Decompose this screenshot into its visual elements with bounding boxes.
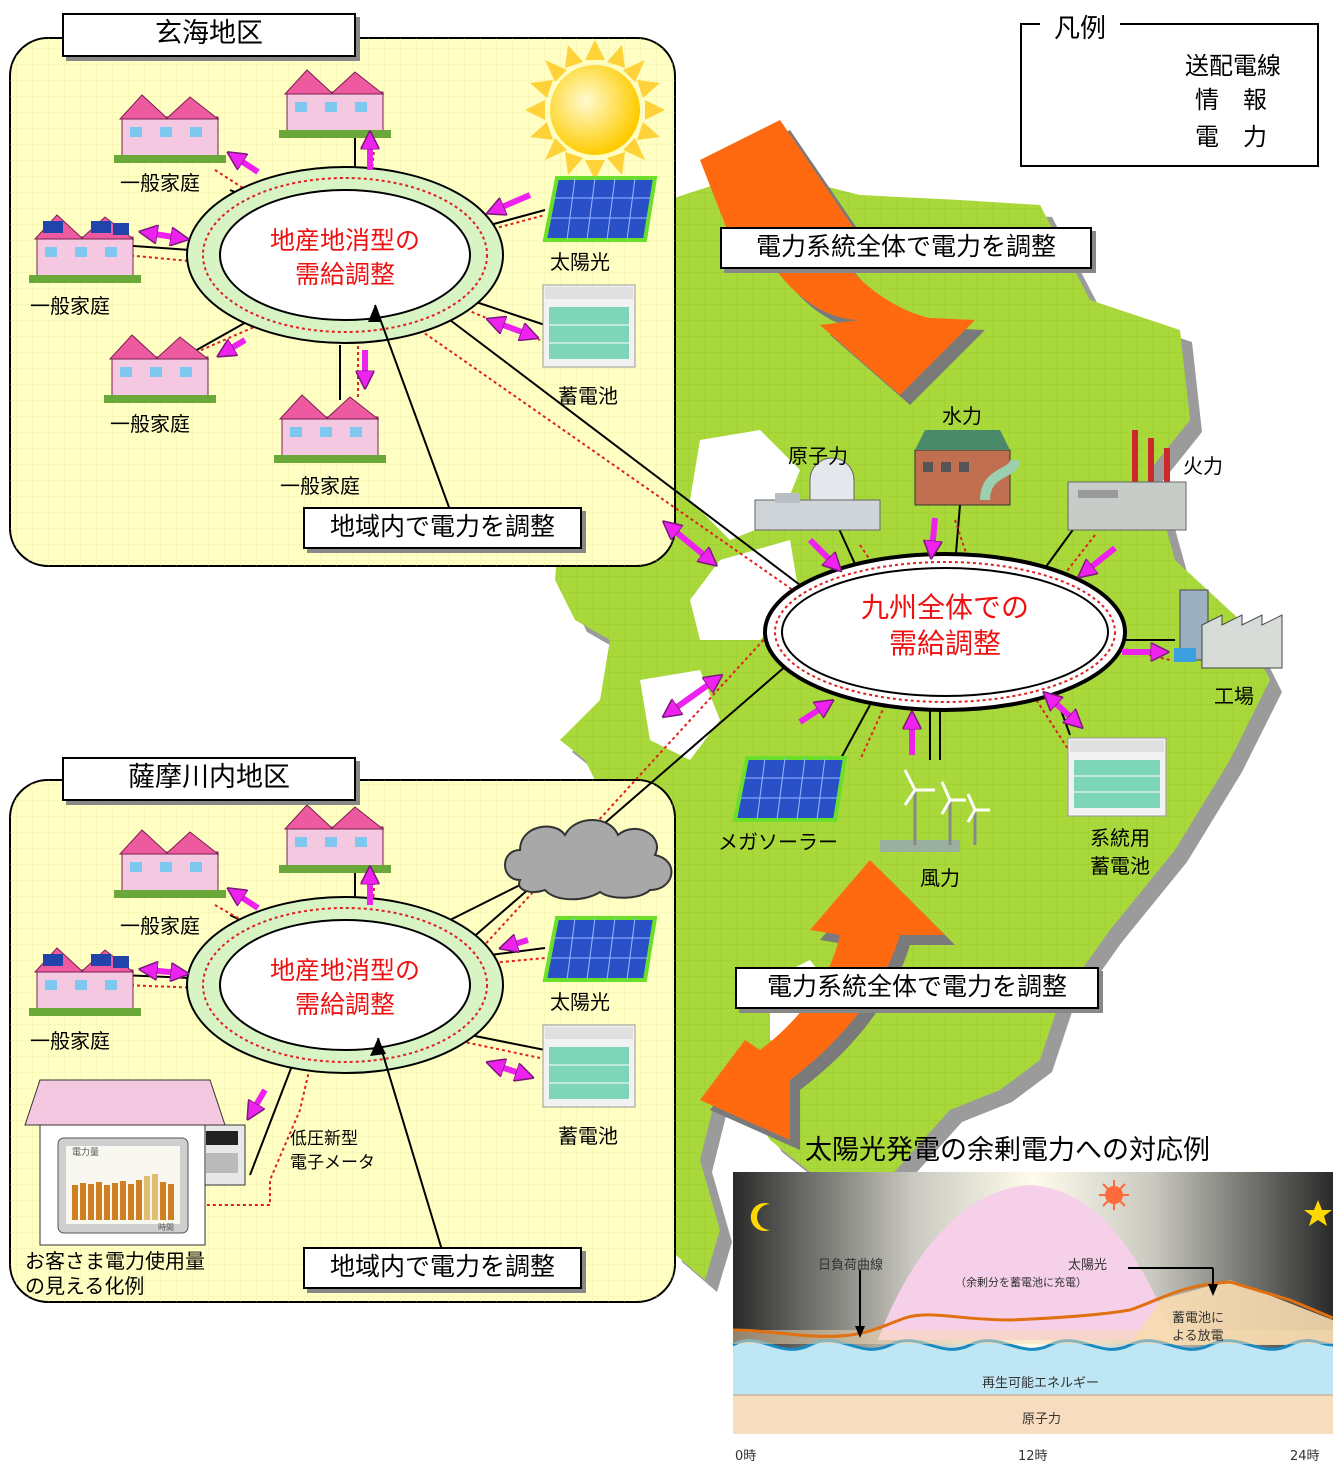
grid-battery-label-2: 蓄電池 [1090,854,1150,878]
label-battery-discharge-2: よる放電 [1172,1329,1224,1344]
genkai-center-line1: 地産地消型の [269,226,420,255]
region-satsuma-title: 薩摩川内地区 [62,757,356,801]
house-icon-genkai-2 [279,69,391,138]
nuclear-plant-icon [754,457,881,531]
nuclear-label: 原子力 [788,444,848,468]
genkai-battery-label: 蓄電池 [558,384,618,408]
genkai-house-label-3: 一般家庭 [110,412,190,436]
genkai-house-label-2: 一般家庭 [30,294,110,318]
display-widget-xlabel: 時間 [158,1223,174,1232]
top-system-callout: 電力系統全体で電力を調整 [720,227,1092,269]
satsuma-ring [186,896,504,1074]
x-tick-0: 0時 [735,1449,757,1464]
satsuma-house-label-1: 一般家庭 [120,914,200,938]
inset-chart [732,1172,1333,1434]
hydro-plant-icon [914,430,1020,506]
satsuma-center-line1: 地産地消型の [269,956,420,985]
label-battery-discharge-1: 蓄電池に [1172,1311,1225,1326]
genkai-ring [186,166,504,344]
thermal-plant-icon [1067,430,1187,531]
power-arrows [148,140,1160,1112]
grid-battery-label-1: 系統用 [1090,826,1150,850]
thermal-label: 火力 [1183,454,1223,478]
region-genkai-title: 玄海地区 [62,13,356,57]
house-icon-satsuma-2 [279,804,391,873]
sun-icon [525,40,665,180]
mega-solar-icon [732,756,848,822]
bottom-system-callout: 電力系統全体で電力を調整 [735,967,1099,1009]
solar-panel-icon-genkai [542,176,658,242]
usage-bars [72,1174,174,1220]
kyushu-map [555,170,1282,1292]
legend-box [1020,23,1319,167]
chart-sun-icon [1099,1180,1129,1210]
house-solar-icon-satsuma-3 [29,947,141,1016]
display-caption-line1: お客さま電力使用量 [25,1249,205,1273]
house-icon-genkai-4 [104,334,216,403]
house-icon-genkai-1 [114,94,226,163]
home-display-house [24,1079,226,1246]
solar-panel-icon-satsuma [542,916,658,982]
label-renewable: 再生可能エネルギー [982,1376,1100,1391]
satsuma-battery-label: 蓄電池 [558,1124,618,1148]
cloud-icon [504,819,673,901]
legend-title: 凡例 [1040,8,1121,45]
factory-label: 工場 [1214,684,1254,708]
house-solar-icon-genkai-3 [29,214,141,283]
moon-icon [750,1203,770,1232]
mega-solar-label: メガソーラー [718,830,838,854]
kyushu-center-line1: 九州全体での [860,591,1029,624]
label-solar: 太陽光 [1068,1258,1108,1273]
battery-icon-genkai [542,284,636,368]
display-caption-line2: の見える化例 [25,1274,145,1298]
kyushu-center-line2: 需給調整 [888,627,1001,660]
hydro-label: 水力 [942,404,982,428]
genkai-house-label-4: 一般家庭 [280,474,360,498]
satsuma-house-label-2: 一般家庭 [30,1029,110,1053]
battery-icon-satsuma [542,1024,636,1108]
legend-label-power: 電 力 [1195,123,1267,151]
factory-icon [1174,589,1283,669]
label-solar-note: （余剰分を蓄電池に充電） [955,1276,1087,1289]
satsuma-solar-label: 太陽光 [550,990,610,1014]
legend-label-info: 情 報 [1195,86,1267,114]
kyushu-ring [763,552,1127,712]
star-icon [1304,1200,1332,1226]
genkai-callout: 地域内で電力を調整 [303,507,582,549]
label-nuclear-band: 原子力 [1022,1412,1062,1427]
satsuma-center-line2: 需給調整 [294,990,395,1019]
smart-meter-icon [199,1124,246,1186]
x-tick-12: 12時 [1018,1449,1048,1464]
grid-battery-icon [1067,737,1167,817]
house-icon-genkai-5 [274,394,386,463]
house-icon-satsuma-1 [114,829,226,898]
label-load-curve: 日負荷曲線 [818,1258,884,1273]
genkai-solar-label: 太陽光 [550,250,610,274]
wind-turbine-icon [880,769,990,852]
meter-label-line2: 電子メータ [290,1153,375,1173]
legend-label-transmission: 送配電線 [1185,52,1281,80]
satsuma-callout: 地域内で電力を調整 [303,1247,582,1289]
display-widget-title: 電力量 [72,1148,100,1158]
meter-label-line1: 低圧新型 [290,1129,358,1149]
genkai-house-label-1: 一般家庭 [120,171,200,195]
genkai-center-line2: 需給調整 [294,260,395,289]
wind-label: 風力 [920,866,960,890]
x-tick-24: 24時 [1290,1449,1320,1464]
inset-chart-title: 太陽光発電の余剰電力への対応例 [805,1135,1210,1166]
